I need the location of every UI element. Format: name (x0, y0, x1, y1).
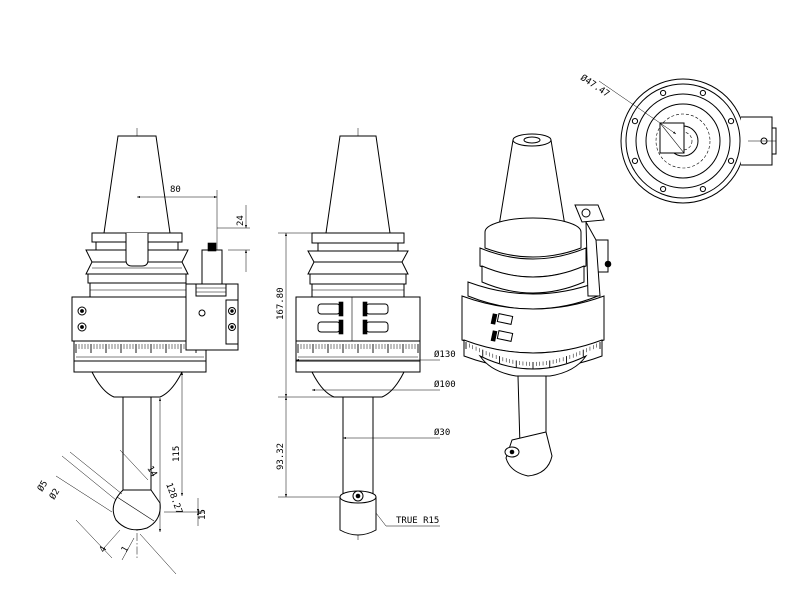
dim-phi5: Ø5 (35, 479, 50, 494)
dim-115: 115 (172, 446, 182, 462)
bolt-hole (660, 185, 667, 193)
dim-15: 15 (198, 509, 208, 520)
side-view: 167.80 93.32 Ø130 Ø100 Ø30 TRUE R15 (276, 128, 456, 540)
dim-80: 80 (170, 185, 181, 195)
bolt-holes (631, 89, 735, 193)
dim-phi2: Ø2 (47, 487, 62, 502)
dim-phi30: Ø30 (434, 427, 450, 438)
bolt-hole (699, 89, 706, 97)
dim-14: 14 (144, 465, 158, 479)
tip-label: TRUE R15 (396, 516, 439, 526)
bolt-hole (699, 185, 706, 193)
scale-ring-side (297, 344, 419, 358)
scale-ring-front (75, 344, 204, 358)
dim-1: 1 (120, 545, 131, 555)
bolt-hole (631, 118, 639, 125)
bolt-hole (660, 89, 667, 97)
dim-128: 128.27 (163, 482, 184, 516)
scale-ring-iso (465, 342, 601, 369)
dim-phi130: Ø130 (434, 349, 456, 360)
top-view: Ø47.47 (578, 72, 777, 204)
dim-167: 167.80 (276, 287, 286, 320)
dim-24: 24 (236, 215, 246, 226)
dim-phi100: Ø100 (434, 379, 456, 390)
bolt-hole (727, 157, 735, 164)
dim-4: 4 (98, 545, 109, 555)
isometric-view (461, 133, 612, 477)
bolt-hole (727, 118, 735, 125)
front-view: 80 24 115 128.27 15 Ø5 Ø2 14 4 1 (35, 128, 250, 575)
dim-93: 93.32 (276, 443, 286, 470)
bolt-hole (631, 157, 639, 164)
